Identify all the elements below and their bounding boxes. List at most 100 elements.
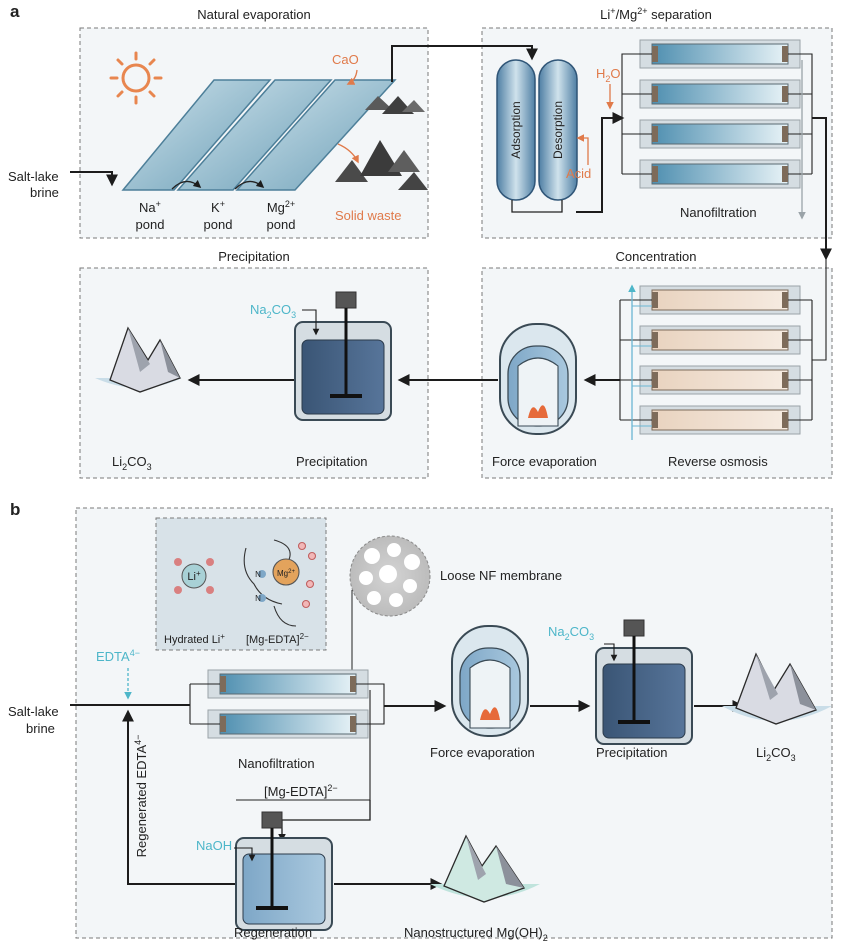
na2co3-feed-arrow-b (604, 643, 618, 662)
adsorption-column (496, 59, 536, 201)
force-evaporator-b (451, 625, 529, 737)
loose-nf-membrane-icon (349, 535, 431, 617)
acid-label: Acid (566, 166, 591, 181)
sun-icon (109, 51, 163, 105)
nf-module (639, 119, 801, 149)
force-evaporation-label-b: Force evaporation (430, 745, 535, 760)
precipitation-label-b: Precipitation (596, 745, 668, 760)
desorption-label: Desorption (551, 101, 565, 159)
inlet-label-b-2: brine (26, 721, 55, 736)
regenerated-edta-label: Regenerated EDTA4− (133, 735, 149, 858)
nf-piping (621, 53, 813, 175)
mgoh2-label: Nanostructured Mg(OH)2 (404, 925, 548, 943)
stirrer-motor-icon (261, 811, 283, 829)
pond-label-na: Na+ (139, 199, 161, 215)
cao-label: CaO (332, 52, 359, 67)
ro-module (639, 325, 801, 355)
desorption-column (538, 59, 578, 201)
nf-module (639, 159, 801, 189)
pond-label-k: K+ (211, 199, 225, 215)
cao-arrow (346, 69, 358, 85)
na-pond (121, 79, 272, 191)
stirrer-motor-icon (335, 291, 357, 309)
naoh-label: NaOH (196, 838, 232, 853)
mg-ion-glyph: Mg2+ (277, 569, 295, 578)
flow-to-adsorption (391, 45, 538, 82)
acid-arrow (576, 134, 589, 165)
nf-module (639, 79, 801, 109)
pond-transfer-arrow (234, 179, 265, 190)
inlet-label-b-1: Salt-lake (8, 704, 59, 719)
li2co3-label-a: Li2CO3 (112, 454, 152, 472)
solid-waste-icon (335, 96, 428, 190)
li2co3-crystal-b (722, 652, 832, 725)
pond-word-mg: pond (267, 217, 296, 232)
n-atom-1: N (255, 570, 261, 579)
nanofiltration-stack-b (207, 669, 369, 739)
naoh-feed-arrow (234, 847, 256, 862)
li2co3-crystal-a (95, 326, 182, 393)
precipitation-tank-a (294, 291, 392, 421)
panel-a-letter: a (10, 2, 20, 21)
na2co3-feed-arrow-a (302, 309, 320, 336)
complexation-inset (155, 517, 327, 651)
inlet-label-a-2: brine (30, 185, 59, 200)
waste-arrow (337, 143, 359, 164)
evaporation-ponds (121, 79, 397, 191)
flow-to-regeneration (278, 800, 371, 842)
pond-word-k: pond (204, 217, 233, 232)
k-pond (176, 79, 333, 191)
reverse-osmosis-label: Reverse osmosis (668, 454, 768, 469)
stirrer-motor-icon (623, 619, 645, 637)
na2co3-label-b: Na2CO3 (548, 624, 594, 642)
regeneration-tank (235, 811, 333, 931)
nanofiltration-label-a: Nanofiltration (680, 205, 757, 220)
precipitation-label-a: Precipitation (296, 454, 368, 469)
precipitation-tank-b (595, 619, 693, 745)
flow-to-concentration (812, 117, 832, 261)
flame-icon (528, 405, 548, 418)
mgoh2-crystal (430, 834, 540, 903)
na2co3-label-a: Na2CO3 (250, 302, 296, 320)
hydrated-li-label: Hydrated Li+ (164, 632, 225, 646)
loose-nf-label: Loose NF membrane (440, 568, 562, 583)
nf-module (207, 669, 369, 699)
header-evaporation: Natural evaporation (197, 7, 310, 22)
ro-piping (619, 258, 827, 421)
ro-module (639, 365, 801, 395)
nf-module (639, 39, 801, 69)
regenerated-edta-return (122, 709, 236, 885)
edta-input-label: EDTA4− (96, 648, 140, 664)
pond-label-mg: Mg2+ (267, 199, 295, 215)
ro-module (639, 405, 801, 435)
force-evaporation-label-a: Force evaporation (492, 454, 597, 469)
flow-to-nanofiltration (576, 112, 625, 213)
mg-edta-complex-icon (243, 539, 317, 627)
adsorption-label: Adsorption (509, 101, 523, 158)
flame-icon (480, 707, 500, 720)
column-link (511, 200, 563, 213)
n-atom-2: N (255, 594, 261, 603)
panel-b-letter: b (10, 500, 20, 519)
ro-module (639, 285, 801, 315)
header-precipitation: Precipitation (218, 249, 290, 264)
li-ion-glyph: Li+ (187, 569, 201, 583)
solid-waste-label: Solid waste (335, 208, 401, 223)
ro-permeate-lines (632, 305, 652, 427)
inlet-label-a-1: Salt-lake (8, 169, 59, 184)
mg-edta-stream-label: [Mg-EDTA]2− (264, 783, 338, 799)
header-concentration: Concentration (616, 249, 697, 264)
li2co3-label-b: Li2CO3 (756, 745, 796, 763)
mg-pond (235, 79, 397, 191)
mg-edta-label: [Mg-EDTA]2− (246, 632, 309, 646)
pond-transfer-arrow (171, 179, 202, 190)
nf-module (207, 709, 369, 739)
inlet-arrow-a (70, 171, 118, 187)
header-separation: Li+/Mg2+ separation (600, 6, 712, 22)
force-evaporator-a (499, 323, 577, 435)
water-label: H2O (596, 66, 621, 84)
nanofiltration-label-b: Nanofiltration (238, 756, 315, 771)
hydrated-li-icon: Li+ (174, 558, 214, 594)
pond-word-na: pond (136, 217, 165, 232)
regeneration-label: Regeneration (234, 925, 312, 940)
